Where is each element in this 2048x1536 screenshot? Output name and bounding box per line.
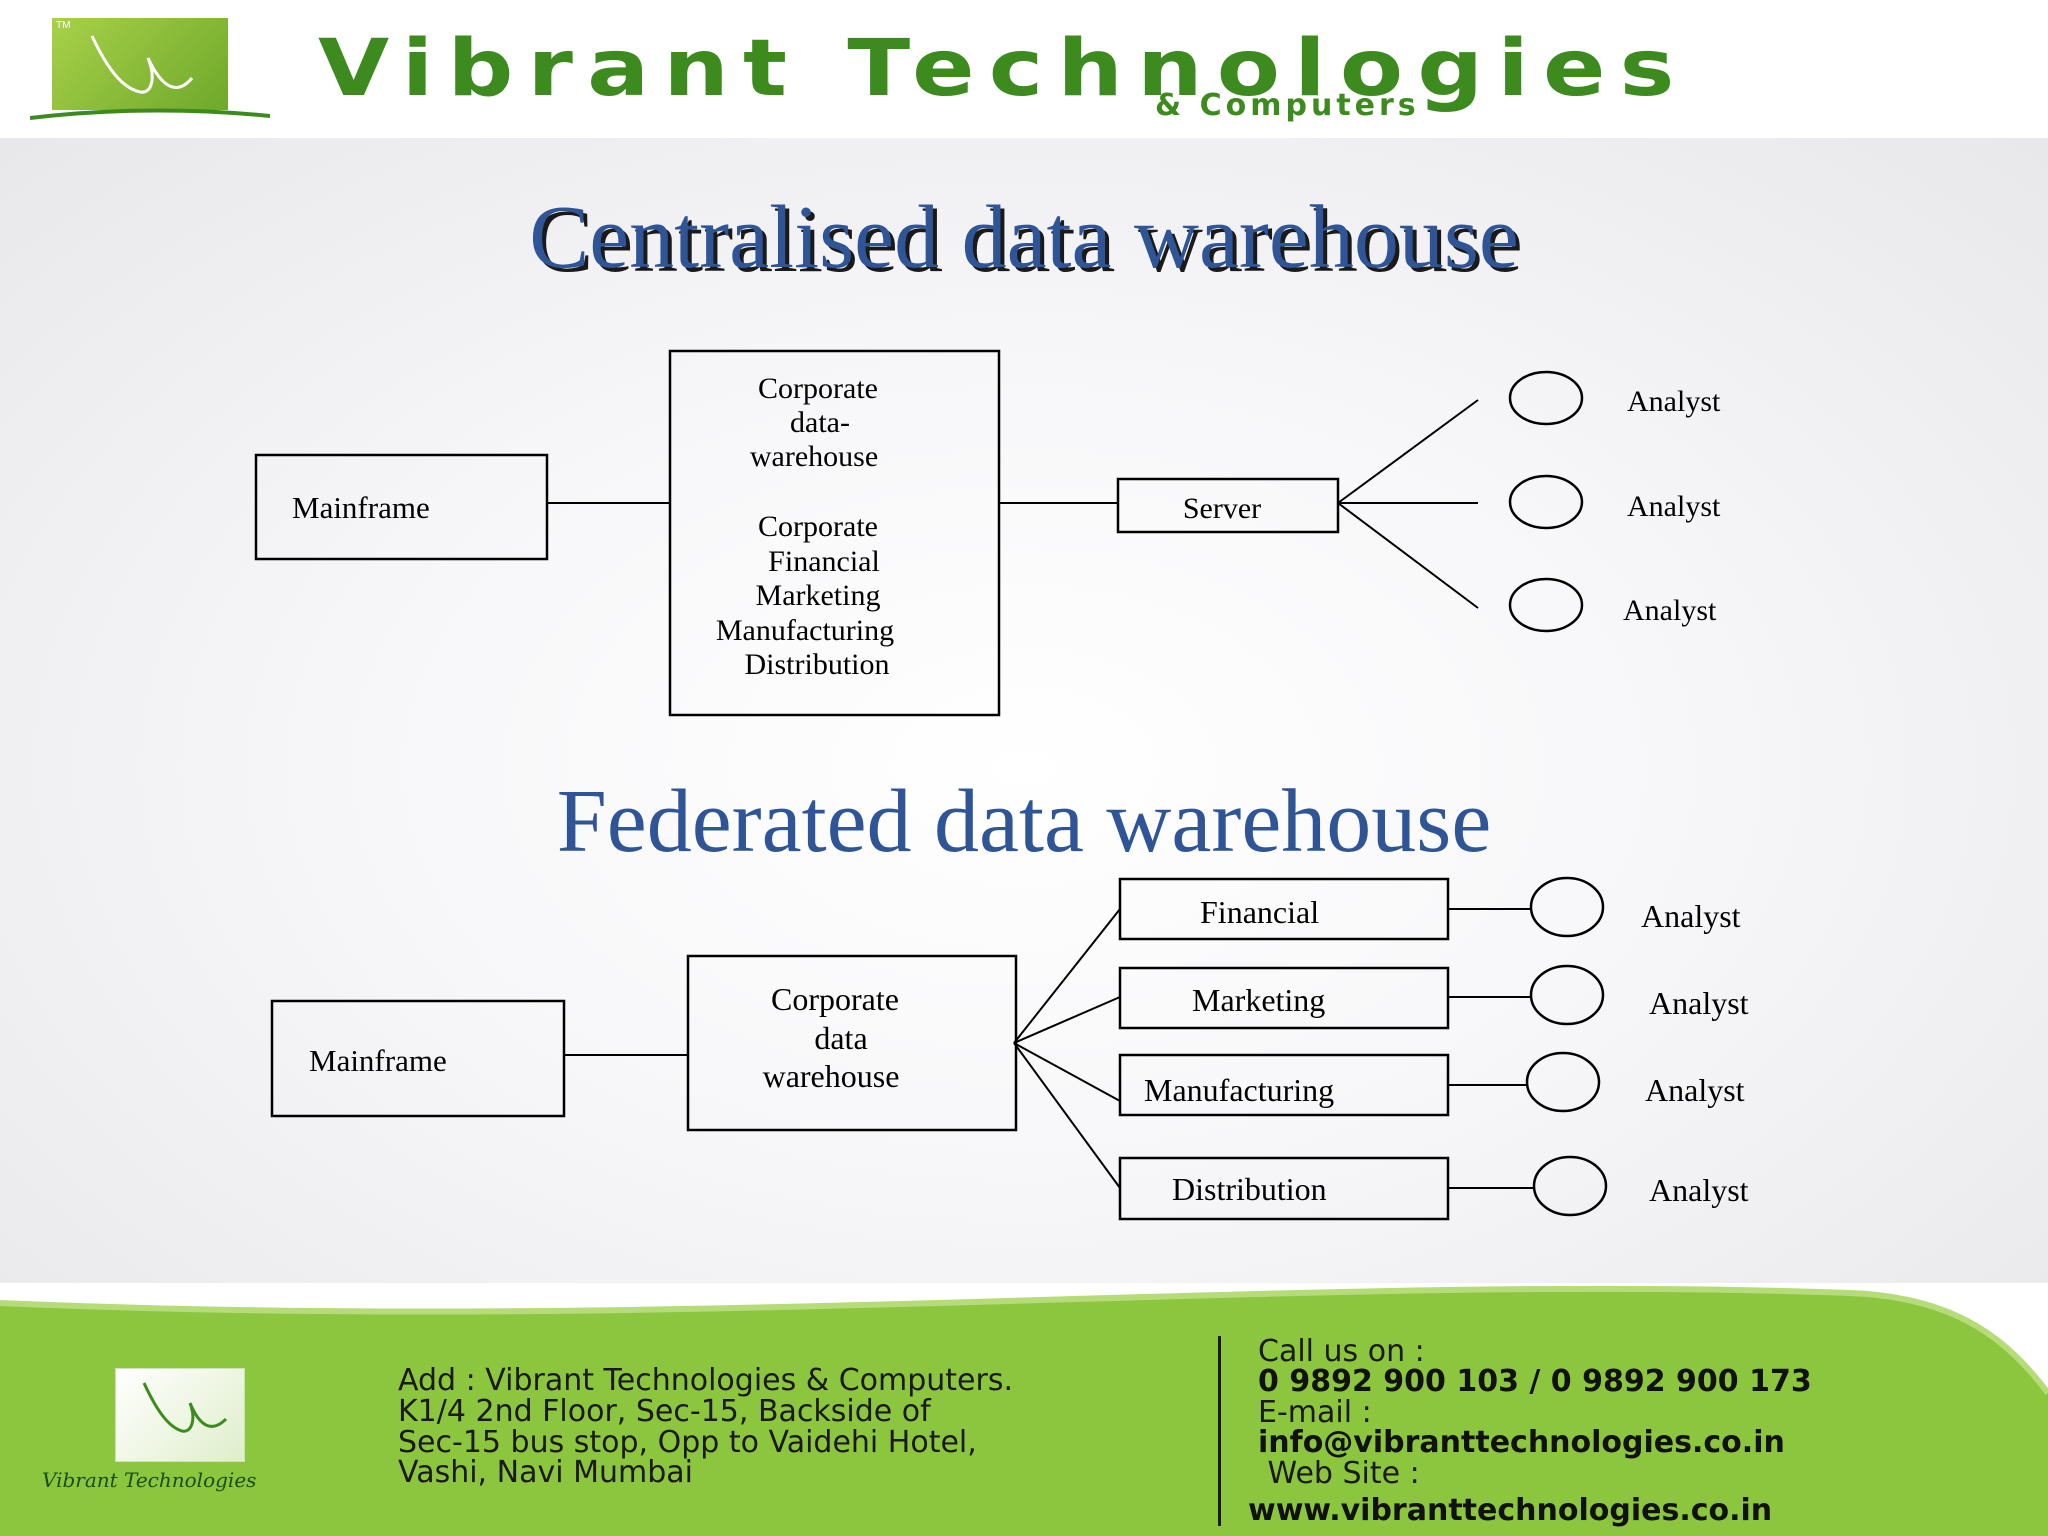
central-mainframe-box — [254, 453, 549, 561]
connector — [1013, 996, 1121, 1044]
phone-numbers: 0 9892 900 103 / 0 9892 900 173 — [1258, 1364, 1812, 1399]
footer-logo-name: Vibrant Technologies — [42, 1468, 257, 1492]
logo-v-glyph — [90, 35, 194, 94]
mart-label: Marketing — [1192, 982, 1325, 1018]
trademark-mark: TM — [56, 20, 71, 31]
analyst-node — [1529, 876, 1605, 938]
brand-name: Vibrant Technologies — [318, 24, 1689, 114]
analyst-node — [1532, 1155, 1608, 1217]
connector — [1013, 1042, 1121, 1102]
header: TM Vibrant Technologies & Computers — [0, 0, 2048, 138]
fed-mainframe-label: Mainframe — [309, 1043, 447, 1078]
centralised-diagram: Mainframe Corporate data- warehouse Corp… — [254, 349, 1721, 717]
title-federated: Federated data warehouse — [556, 772, 1492, 871]
footer-divider — [1218, 1336, 1221, 1526]
central-warehouse-line: Corporate — [758, 372, 878, 405]
address-line: K1/4 2nd Floor, Sec-15, Backside of — [398, 1394, 931, 1429]
central-warehouse-box — [668, 349, 1001, 717]
central-warehouse-line: Manufacturing — [716, 614, 894, 647]
brand-subtitle: & Computers — [1155, 88, 1420, 123]
company-logo: TM — [52, 18, 228, 110]
connector — [1337, 502, 1479, 609]
website-link[interactable]: www.vibranttechnologies.co.in — [1248, 1493, 1773, 1528]
analyst-node — [1508, 577, 1584, 633]
mart-label: Distribution — [1172, 1171, 1327, 1207]
central-server-label: Server — [1183, 492, 1261, 525]
fed-mainframe-box — [270, 999, 566, 1118]
analyst-label: Analyst — [1645, 1072, 1745, 1108]
central-mainframe-label: Mainframe — [292, 490, 430, 525]
fed-warehouse-line: warehouse — [763, 1058, 900, 1094]
mart-label: Manufacturing — [1144, 1072, 1334, 1108]
call-label: Call us on : — [1258, 1334, 1425, 1369]
footer-logo — [115, 1368, 245, 1462]
analyst-label: Analyst — [1627, 385, 1721, 418]
central-warehouse-line: warehouse — [750, 440, 878, 473]
analyst-node — [1529, 964, 1605, 1026]
analyst-node — [1508, 370, 1584, 426]
fed-warehouse-line: Corporate — [771, 981, 899, 1017]
central-warehouse-line: Distribution — [744, 648, 889, 681]
email-label: E-mail : — [1258, 1395, 1372, 1430]
analyst-label: Analyst — [1641, 898, 1741, 934]
analyst-node — [1525, 1051, 1601, 1113]
title-centralised: Centralised data warehouse — [529, 188, 1519, 287]
email-link[interactable]: info@vibranttechnologies.co.in — [1258, 1425, 1785, 1460]
footer-logo-v-glyph — [142, 1382, 228, 1433]
connector — [1337, 399, 1479, 504]
central-warehouse-line: Financial — [768, 545, 880, 578]
slide-background — [0, 138, 2048, 1283]
address-line: Vashi, Navi Mumbai — [398, 1455, 693, 1490]
central-server-box — [1116, 477, 1340, 534]
analyst-label: Analyst — [1649, 985, 1749, 1021]
logo-swoosh-icon — [30, 108, 270, 120]
address-line: Add : Vibrant Technologies & Computers. — [398, 1363, 1014, 1398]
analyst-label: Analyst — [1623, 594, 1717, 627]
footer-background — [0, 1285, 2048, 1536]
connector — [1013, 1042, 1121, 1189]
connector — [1013, 908, 1121, 1044]
website-label: Web Site : — [1258, 1456, 1420, 1491]
federated-diagram: Mainframe Corporate data warehouse Finan… — [270, 876, 1749, 1221]
fed-warehouse-line: data — [814, 1020, 867, 1056]
analyst-label: Analyst — [1649, 1172, 1749, 1208]
diagram: Mainframe Corporate data- warehouse Corp… — [254, 349, 1749, 1221]
central-warehouse-line: data- — [790, 406, 850, 439]
central-warehouse-line: Marketing — [756, 579, 881, 612]
analyst-node — [1508, 474, 1584, 530]
address-line: Sec-15 bus stop, Opp to Vaidehi Hotel, — [398, 1425, 977, 1460]
central-warehouse-line: Corporate — [758, 510, 878, 543]
mart-label: Financial — [1200, 894, 1319, 930]
analyst-label: Analyst — [1627, 490, 1721, 523]
